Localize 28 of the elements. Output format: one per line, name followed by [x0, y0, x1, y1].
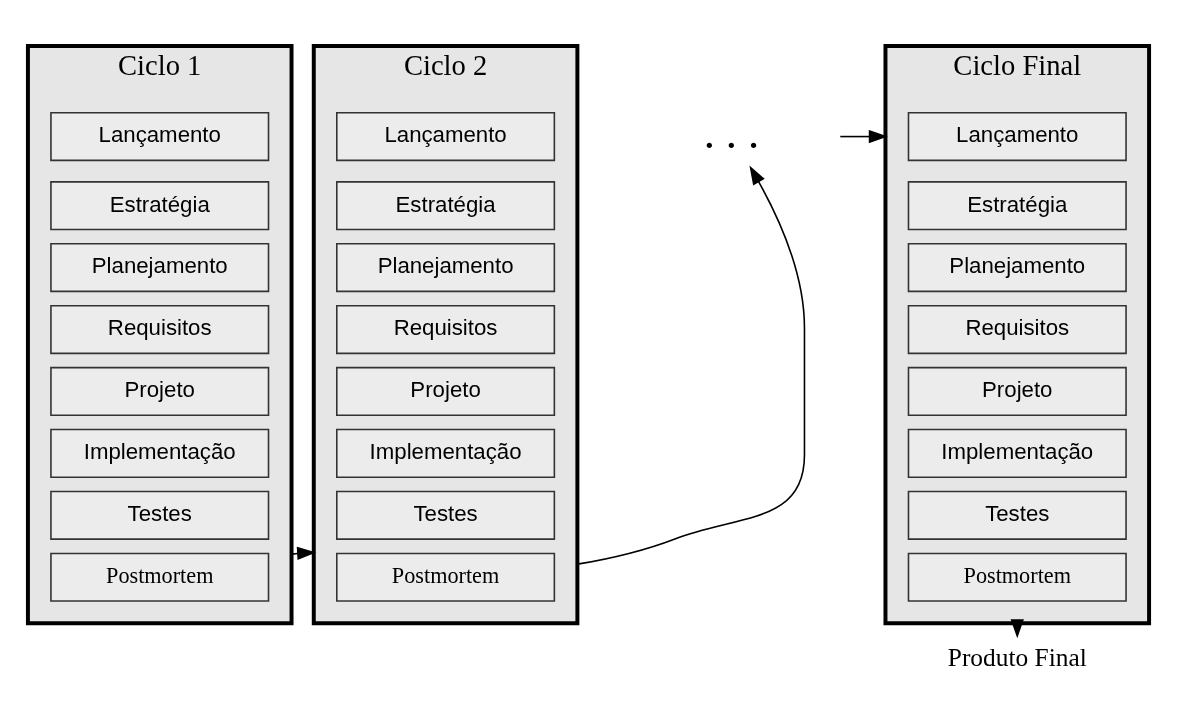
node-box: Postmortem — [336, 552, 556, 602]
node-box: Requisitos — [50, 304, 270, 355]
node-box: Requisitos — [907, 304, 1127, 355]
node-box: Planejamento — [50, 242, 270, 293]
node-text: Produto Final — [947, 642, 1087, 671]
node-text: . . . — [703, 107, 760, 158]
node-box: Estratégia — [336, 181, 556, 231]
node-box: Projeto — [50, 366, 270, 417]
node-box: Requisitos — [336, 304, 556, 355]
node-box: Postmortem — [907, 552, 1127, 602]
node-box: Lançamento — [50, 111, 270, 162]
node-box: Estratégia — [907, 181, 1127, 231]
node-box: Postmortem — [50, 552, 270, 602]
node-box: Implementação — [336, 428, 556, 478]
node-box: Planejamento — [336, 242, 556, 293]
node-box: Planejamento — [907, 242, 1127, 293]
node-box: Testes — [907, 490, 1127, 540]
node-box: Estratégia — [50, 181, 270, 231]
node-box: Lançamento — [336, 111, 556, 162]
node-box: Implementação — [50, 428, 270, 478]
node-box: Projeto — [907, 366, 1127, 417]
arrow — [576, 165, 806, 565]
node-box: Testes — [50, 490, 270, 540]
arrow — [839, 129, 888, 144]
node-box: Implementação — [907, 428, 1127, 478]
node-box: Projeto — [336, 366, 556, 417]
node-box: Lançamento — [907, 111, 1127, 162]
node-box: Testes — [336, 490, 556, 540]
